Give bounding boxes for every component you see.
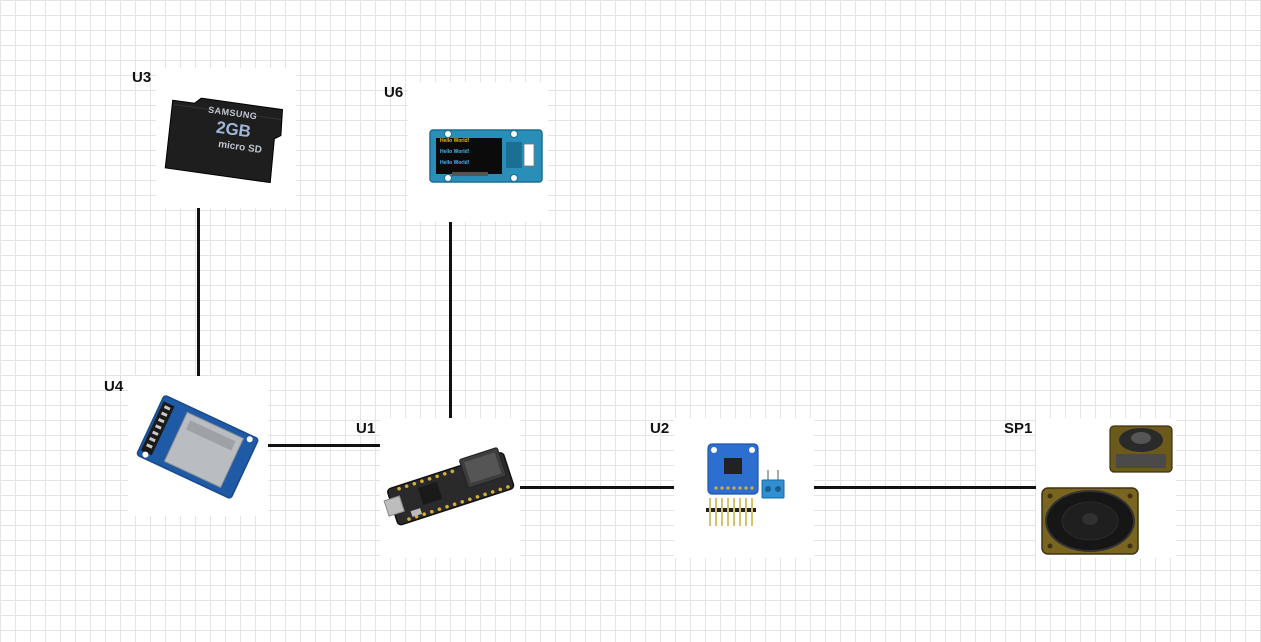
label-u2: U2: [650, 420, 670, 437]
wire-u2-sp1: [814, 486, 1040, 489]
oled-display-module-icon: [429, 129, 543, 183]
label-u3: U3: [132, 69, 152, 86]
component-sp1[interactable]: [1036, 418, 1176, 558]
label-u6: U6: [384, 84, 404, 101]
wire-u6-u1: [449, 222, 452, 418]
label-u1: U1: [356, 420, 376, 437]
speaker-icon: [1041, 425, 1173, 555]
component-u6[interactable]: Hello World! Hello World! Hello World!: [408, 82, 548, 222]
component-u4[interactable]: [128, 376, 268, 516]
component-u1[interactable]: [380, 418, 520, 558]
component-u3[interactable]: SAMSUNG 2GB micro SD: [156, 68, 296, 208]
wire-u4-u1: [268, 444, 380, 447]
oled-screen-line-3: Hello World!: [440, 160, 470, 166]
wire-u3-u4: [197, 208, 200, 376]
wire-u1-u2: [520, 486, 674, 489]
oled-screen-line-1: Hello World!: [440, 138, 470, 144]
label-u4: U4: [104, 378, 124, 395]
microsd-card-icon: [164, 97, 284, 184]
component-u2[interactable]: [674, 418, 814, 558]
microcontroller-board-icon: [383, 447, 515, 526]
label-sp1: SP1: [1004, 420, 1033, 437]
oled-screen-line-2: Hello World!: [440, 149, 470, 155]
sd-card-module-icon: [136, 395, 259, 499]
amplifier-board-icon: [706, 443, 785, 526]
